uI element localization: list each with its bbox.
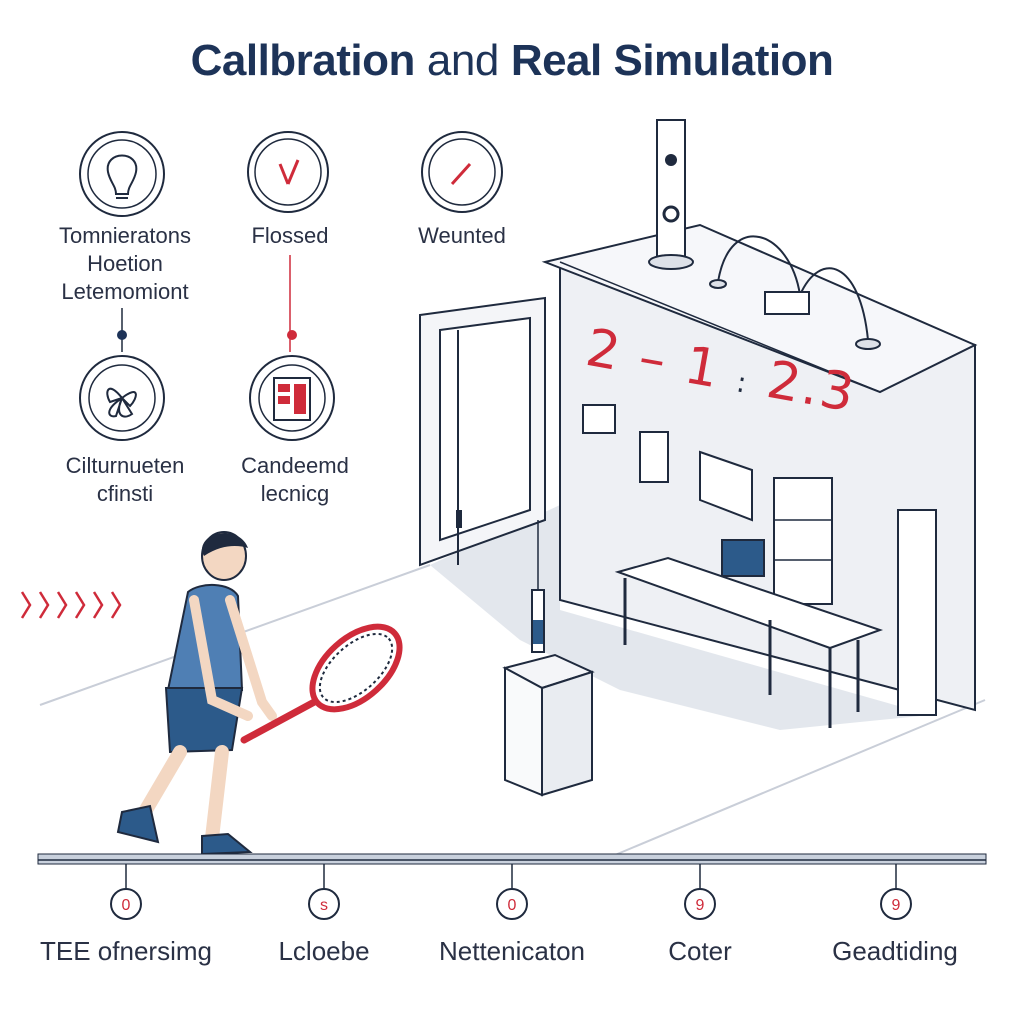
wall-panel-3 xyxy=(699,450,753,522)
icon-label-bulb-line-3: Letemomiont xyxy=(61,279,189,304)
title-part-2: and xyxy=(426,36,499,85)
icon-label-bulb-line-1: Tomnieratons xyxy=(58,223,192,248)
clock-icon-flossed xyxy=(247,131,329,213)
wall-readout-colon: : xyxy=(734,365,752,400)
floor-line-right xyxy=(614,699,986,856)
desk-monitor xyxy=(721,539,765,577)
icon-label-weunted-line-1: Weunted xyxy=(418,223,506,248)
desk xyxy=(614,556,884,650)
title-part-1: Callbration xyxy=(190,36,416,85)
timeline-bar xyxy=(37,853,987,865)
icon-label-card-line-1: Candeemd xyxy=(241,453,349,478)
timeline-label-5: Geadtiding xyxy=(832,936,958,966)
clock-icon-weunted xyxy=(421,131,503,213)
pedestal xyxy=(504,666,543,797)
lightbulb-icon xyxy=(79,131,165,217)
icon-label-bulb: Tomnieratons Hoetion Letemomiont xyxy=(30,222,220,306)
wall-cabinet xyxy=(773,477,833,605)
title-part-3: Real Simulation xyxy=(510,36,834,85)
icon-label-fan-line-1: Cilturnueten xyxy=(65,453,185,478)
fan-icon xyxy=(79,355,165,441)
doorway xyxy=(439,316,531,542)
icon-label-fan: Cilturnueten cfinsti xyxy=(40,452,210,508)
timeline-label-1: TEE ofnersimg xyxy=(40,936,212,966)
icon-label-flossed-line-1: Flossed xyxy=(251,223,329,248)
timeline-label-2: Lcloebe xyxy=(278,936,370,966)
wall-panel-2 xyxy=(639,431,669,483)
timeline-label-4: Coter xyxy=(668,936,732,966)
sensor-tower xyxy=(656,119,686,261)
roof-device xyxy=(764,291,810,315)
icon-label-card-line-2: lecnicg xyxy=(260,481,330,506)
floor-shadow xyxy=(430,505,930,730)
equipment-rack xyxy=(897,509,937,716)
icon-label-flossed: Flossed xyxy=(220,222,360,250)
tennis-racket xyxy=(240,623,403,744)
motion-arrows xyxy=(20,591,122,619)
wall-panel-1 xyxy=(582,404,616,434)
icon-label-fan-line-2: cfinsti xyxy=(96,481,154,506)
icon-label-bulb-line-2: Hoetion xyxy=(87,251,163,276)
timeline-label-3: Nettenicaton xyxy=(439,936,585,966)
card-icon xyxy=(249,355,335,441)
icon-label-weunted: Weunted xyxy=(392,222,532,250)
tennis-player xyxy=(116,531,277,856)
icon-label-card: Candeemd lecnicg xyxy=(210,452,380,508)
